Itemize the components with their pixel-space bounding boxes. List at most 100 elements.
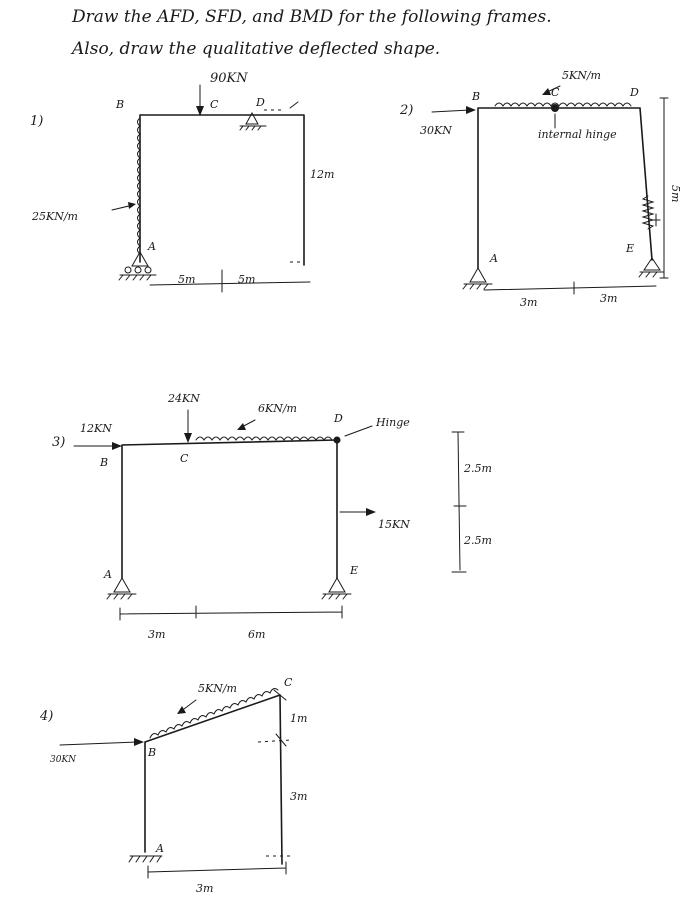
- instruction-line-1: Draw the AFD, SFD, and BMD for the follo…: [71, 7, 552, 27]
- frame-4: 4) 5KN/m 30KN B C A 1m 3m 3m: [39, 676, 307, 895]
- frame-4-span-dim: [147, 861, 287, 879]
- frame-2-span-dim: [483, 285, 657, 291]
- frame-1-point-arrowhead: [196, 106, 204, 116]
- frame-2-joint-a: A: [489, 252, 498, 265]
- frame-4-distributed-label: 5KN/m: [198, 682, 237, 695]
- frame-2-support-a-hatch: [462, 283, 493, 290]
- frame-1-point-label: 90KN: [210, 71, 248, 86]
- frame-1-height-label: 12m: [310, 168, 334, 181]
- frame-1-top-support: [245, 111, 259, 125]
- frame-3: 3) 12KN 24KN 6KN/m Hinge 15KN B C D A E: [52, 392, 492, 641]
- frame-4-horizontal-load: [59, 741, 139, 746]
- frame-2-span2-label: 3m: [600, 292, 617, 305]
- frame-3-point-label: 24KN: [167, 392, 200, 405]
- instruction-line-2: Also, draw the qualitative deflected sha…: [70, 39, 440, 59]
- frame-3-hinge-pointer: [344, 425, 373, 437]
- frame-1: 1) 25KN/m 90KN B C D A 5m 5m 12m: [30, 71, 334, 293]
- frame-2-joint-c: C: [551, 86, 560, 99]
- frame-4-members: [144, 694, 283, 865]
- frame-2-support-a: [469, 266, 487, 283]
- frame-3-load-arrowhead: [237, 423, 246, 430]
- frame-1-base-hatch: [118, 274, 157, 281]
- frame-2-horizontal-label: 30KN: [420, 124, 452, 137]
- frame-1-joint-b: B: [115, 98, 124, 111]
- frame-1-distributed-load: [137, 117, 141, 255]
- frame-1-number: 1): [30, 114, 43, 129]
- frame-3-support-e-hatch: [321, 593, 352, 600]
- frame-1-span1-label: 5m: [178, 273, 195, 286]
- frame-3-height-dim: [451, 431, 467, 573]
- frame-1-roller-3: [144, 266, 152, 274]
- frame-3-span2-label: 6m: [248, 628, 265, 641]
- frame-2-joint-d: D: [629, 86, 639, 99]
- frame-1-load-arrowhead: [128, 202, 136, 209]
- frame-4-joint-b: B: [147, 746, 156, 759]
- frame-3-lower-label: 2.5m: [463, 534, 492, 547]
- frame-2-hinge-dot: [551, 104, 559, 112]
- frame-2-support-e: [643, 257, 661, 271]
- frame-1-joint-d: D: [255, 96, 265, 109]
- frame-4-rise-ticks: [273, 689, 287, 747]
- frame-2-span1-label: 3m: [520, 296, 537, 309]
- frame-1-base-support: [131, 250, 149, 267]
- frame-1-dim-tick-top: [289, 101, 299, 109]
- frame-4-load-arrowhead: [177, 706, 186, 714]
- frame-1-roller-2: [134, 266, 142, 274]
- frame-3-lateral-label: 15KN: [378, 518, 410, 531]
- frame-3-joint-e: E: [349, 564, 358, 577]
- frame-3-point-arrowhead: [184, 433, 192, 443]
- frame-2-distributed-load: [494, 102, 632, 107]
- frame-3-span1-label: 3m: [148, 628, 165, 641]
- frame-2-height-dim: [659, 97, 669, 279]
- frame-3-horizontal-arrowhead: [112, 442, 122, 450]
- frame-3-joint-b: B: [99, 456, 108, 469]
- frame-2-load-arrowhead: [542, 88, 551, 95]
- frame-3-support-a: [113, 576, 131, 593]
- frame-1-top-support-hatch: [239, 125, 267, 131]
- frame-4-horizontal-label: 30KN: [50, 755, 77, 765]
- frame-3-support-e: [328, 576, 346, 593]
- frame-4-height-label: 3m: [290, 790, 307, 803]
- frame-3-horizontal-label: 12KN: [80, 422, 112, 435]
- frame-3-span-dim: [119, 605, 343, 621]
- frame-4-distributed-load: [149, 688, 279, 739]
- frame-2-horizontal-arrowhead: [466, 106, 476, 114]
- frame-1-span2-label: 5m: [238, 273, 255, 286]
- frame-3-hinge-dot: [333, 436, 341, 444]
- frame-3-number: 3): [52, 435, 65, 450]
- frame-1-joint-c: C: [210, 98, 219, 111]
- frame-2-support-e-hatch: [638, 271, 665, 278]
- frame-3-support-a-hatch: [106, 593, 137, 600]
- frame-2-height-label: 5m: [669, 185, 680, 202]
- frame-2-joint-e: E: [625, 242, 634, 255]
- frame-1-joint-a: A: [147, 240, 156, 253]
- frame-3-joint-c: C: [180, 452, 189, 465]
- frame-4-joint-c: C: [284, 676, 293, 689]
- frame-4-joint-a: A: [155, 842, 164, 855]
- frame-4-rise-dash: [257, 739, 293, 743]
- frame-3-hinge-label: Hinge: [375, 416, 410, 429]
- frame-4-support-a: [128, 855, 163, 863]
- frame-3-distributed-label: 6KN/m: [258, 402, 297, 415]
- frame-2-spring: [641, 195, 655, 230]
- frame-3-joint-a: A: [103, 568, 112, 581]
- frame-1-distributed-label: 25KN/m: [31, 210, 78, 223]
- frame-2-joint-b: B: [471, 90, 480, 103]
- frame-3-distributed-load: [195, 436, 333, 441]
- frame-1-roller-1: [124, 266, 132, 274]
- frame-1-members: [139, 114, 305, 266]
- frame-2-distributed-label: 5KN/m: [562, 69, 601, 82]
- frame-3-joint-d: D: [333, 412, 343, 425]
- frame-4-span-label: 3m: [196, 882, 213, 895]
- frame-3-lateral-arrowhead: [366, 508, 376, 516]
- frame-2-spring-mark: [651, 213, 661, 227]
- frame-2: 2) 5KN/m 30KN internal hinge B C D A E 3…: [399, 69, 680, 309]
- frame-3-upper-label: 2.5m: [463, 462, 492, 475]
- frame-4-rise-label: 1m: [290, 712, 307, 725]
- frame-4-horizontal-arrowhead: [134, 738, 144, 746]
- frame-4-number: 4): [39, 709, 53, 724]
- frame-1-span-dim: [149, 281, 311, 286]
- frame-2-horizontal-load: [431, 109, 471, 113]
- frame-3-members: [121, 439, 338, 579]
